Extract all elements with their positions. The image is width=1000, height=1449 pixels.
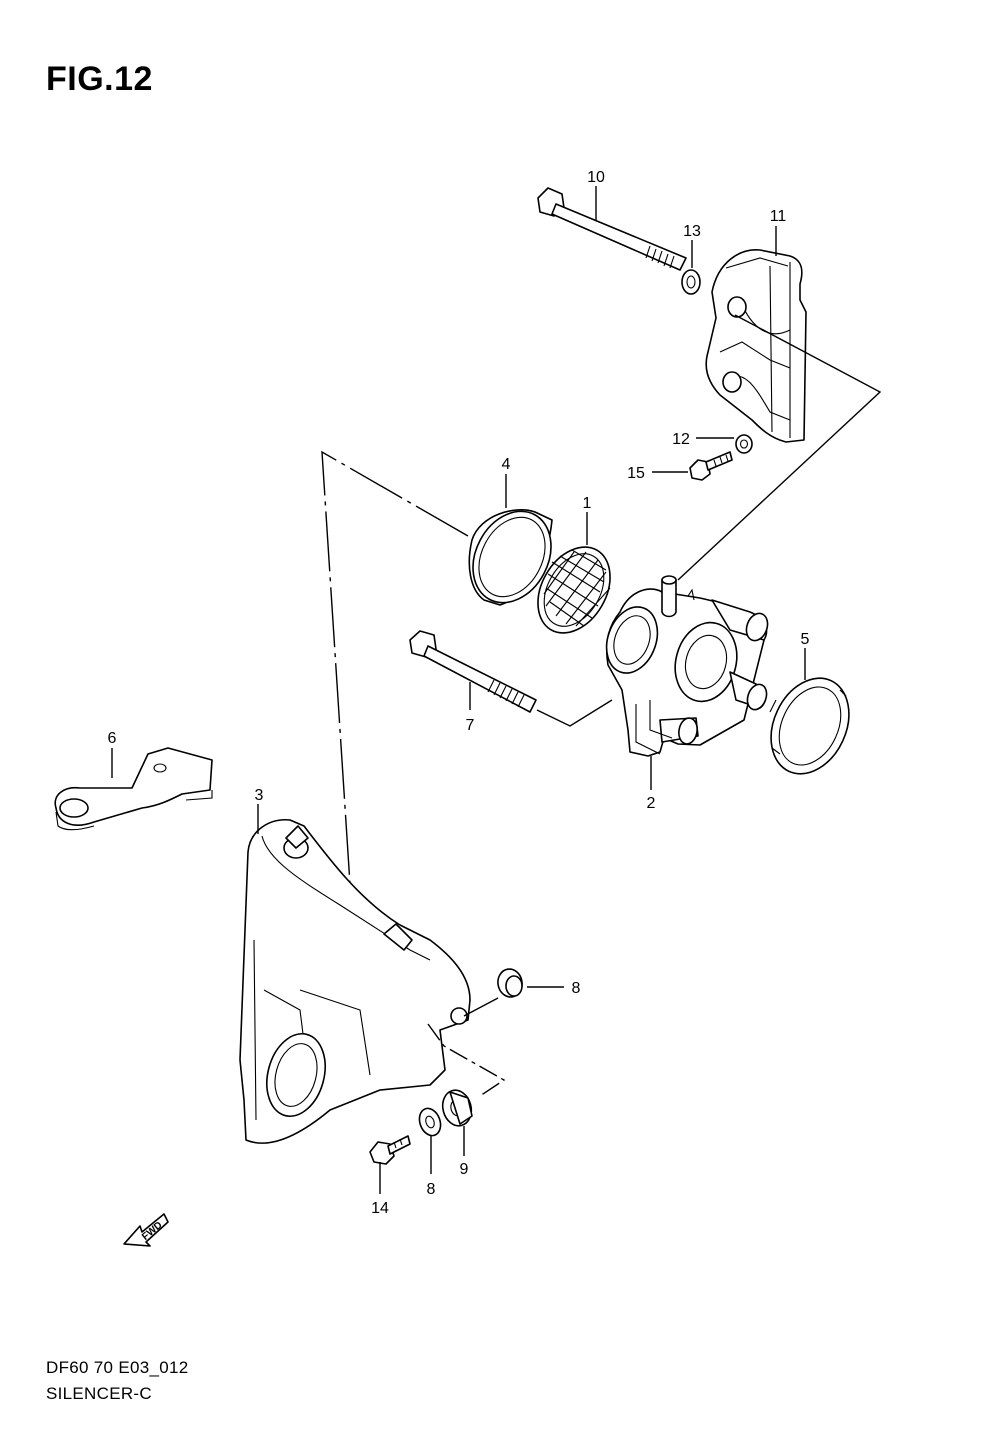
figure-name: SILENCER-C: [46, 1384, 152, 1403]
callout-8-lower: 8: [427, 1181, 436, 1198]
callout-11: 11: [770, 208, 787, 225]
callout-9: 9: [460, 1161, 469, 1178]
callout-14: 13: [683, 223, 701, 240]
callout-2: 2: [647, 795, 656, 812]
part-12-bolt: [537, 187, 687, 271]
callout-8-upper: 8: [572, 980, 581, 997]
part-7-bolt: [409, 630, 537, 713]
callout-10: 14: [371, 1200, 389, 1217]
part-6-strap: [54, 747, 213, 831]
callout-15: 15: [627, 465, 645, 482]
callout-5: 5: [801, 631, 810, 648]
part-3-case: [239, 819, 471, 1144]
callout-1: 1: [583, 495, 592, 512]
callout-12: 10: [587, 169, 605, 186]
figure-code: DF60 70 E03_012: [46, 1358, 189, 1377]
part-1-screen: [537, 546, 611, 634]
callout-7: 7: [466, 717, 475, 734]
part-5-clamp: [769, 677, 850, 775]
part-9-bushing: [441, 1089, 473, 1127]
callout-3: 3: [255, 787, 264, 804]
part-13-washer: [735, 434, 753, 454]
callout-6: 6: [108, 730, 117, 747]
part-8-grommet-upper: [497, 968, 523, 998]
fwd-arrow-icon: FWD: [123, 1213, 169, 1247]
callout-4: 4: [502, 456, 511, 473]
part-15-bolt: [689, 451, 733, 481]
part-2-housing: [605, 575, 769, 757]
part-14-washer: [681, 269, 701, 295]
part-8-washer-lower: [418, 1107, 442, 1137]
callout-13: 12: [672, 431, 690, 448]
part-11-bracket: [705, 249, 807, 443]
part-10-bolt: [369, 1135, 411, 1165]
part-4-sleeve: [468, 509, 553, 606]
figure-title: FIG.12: [46, 60, 153, 98]
